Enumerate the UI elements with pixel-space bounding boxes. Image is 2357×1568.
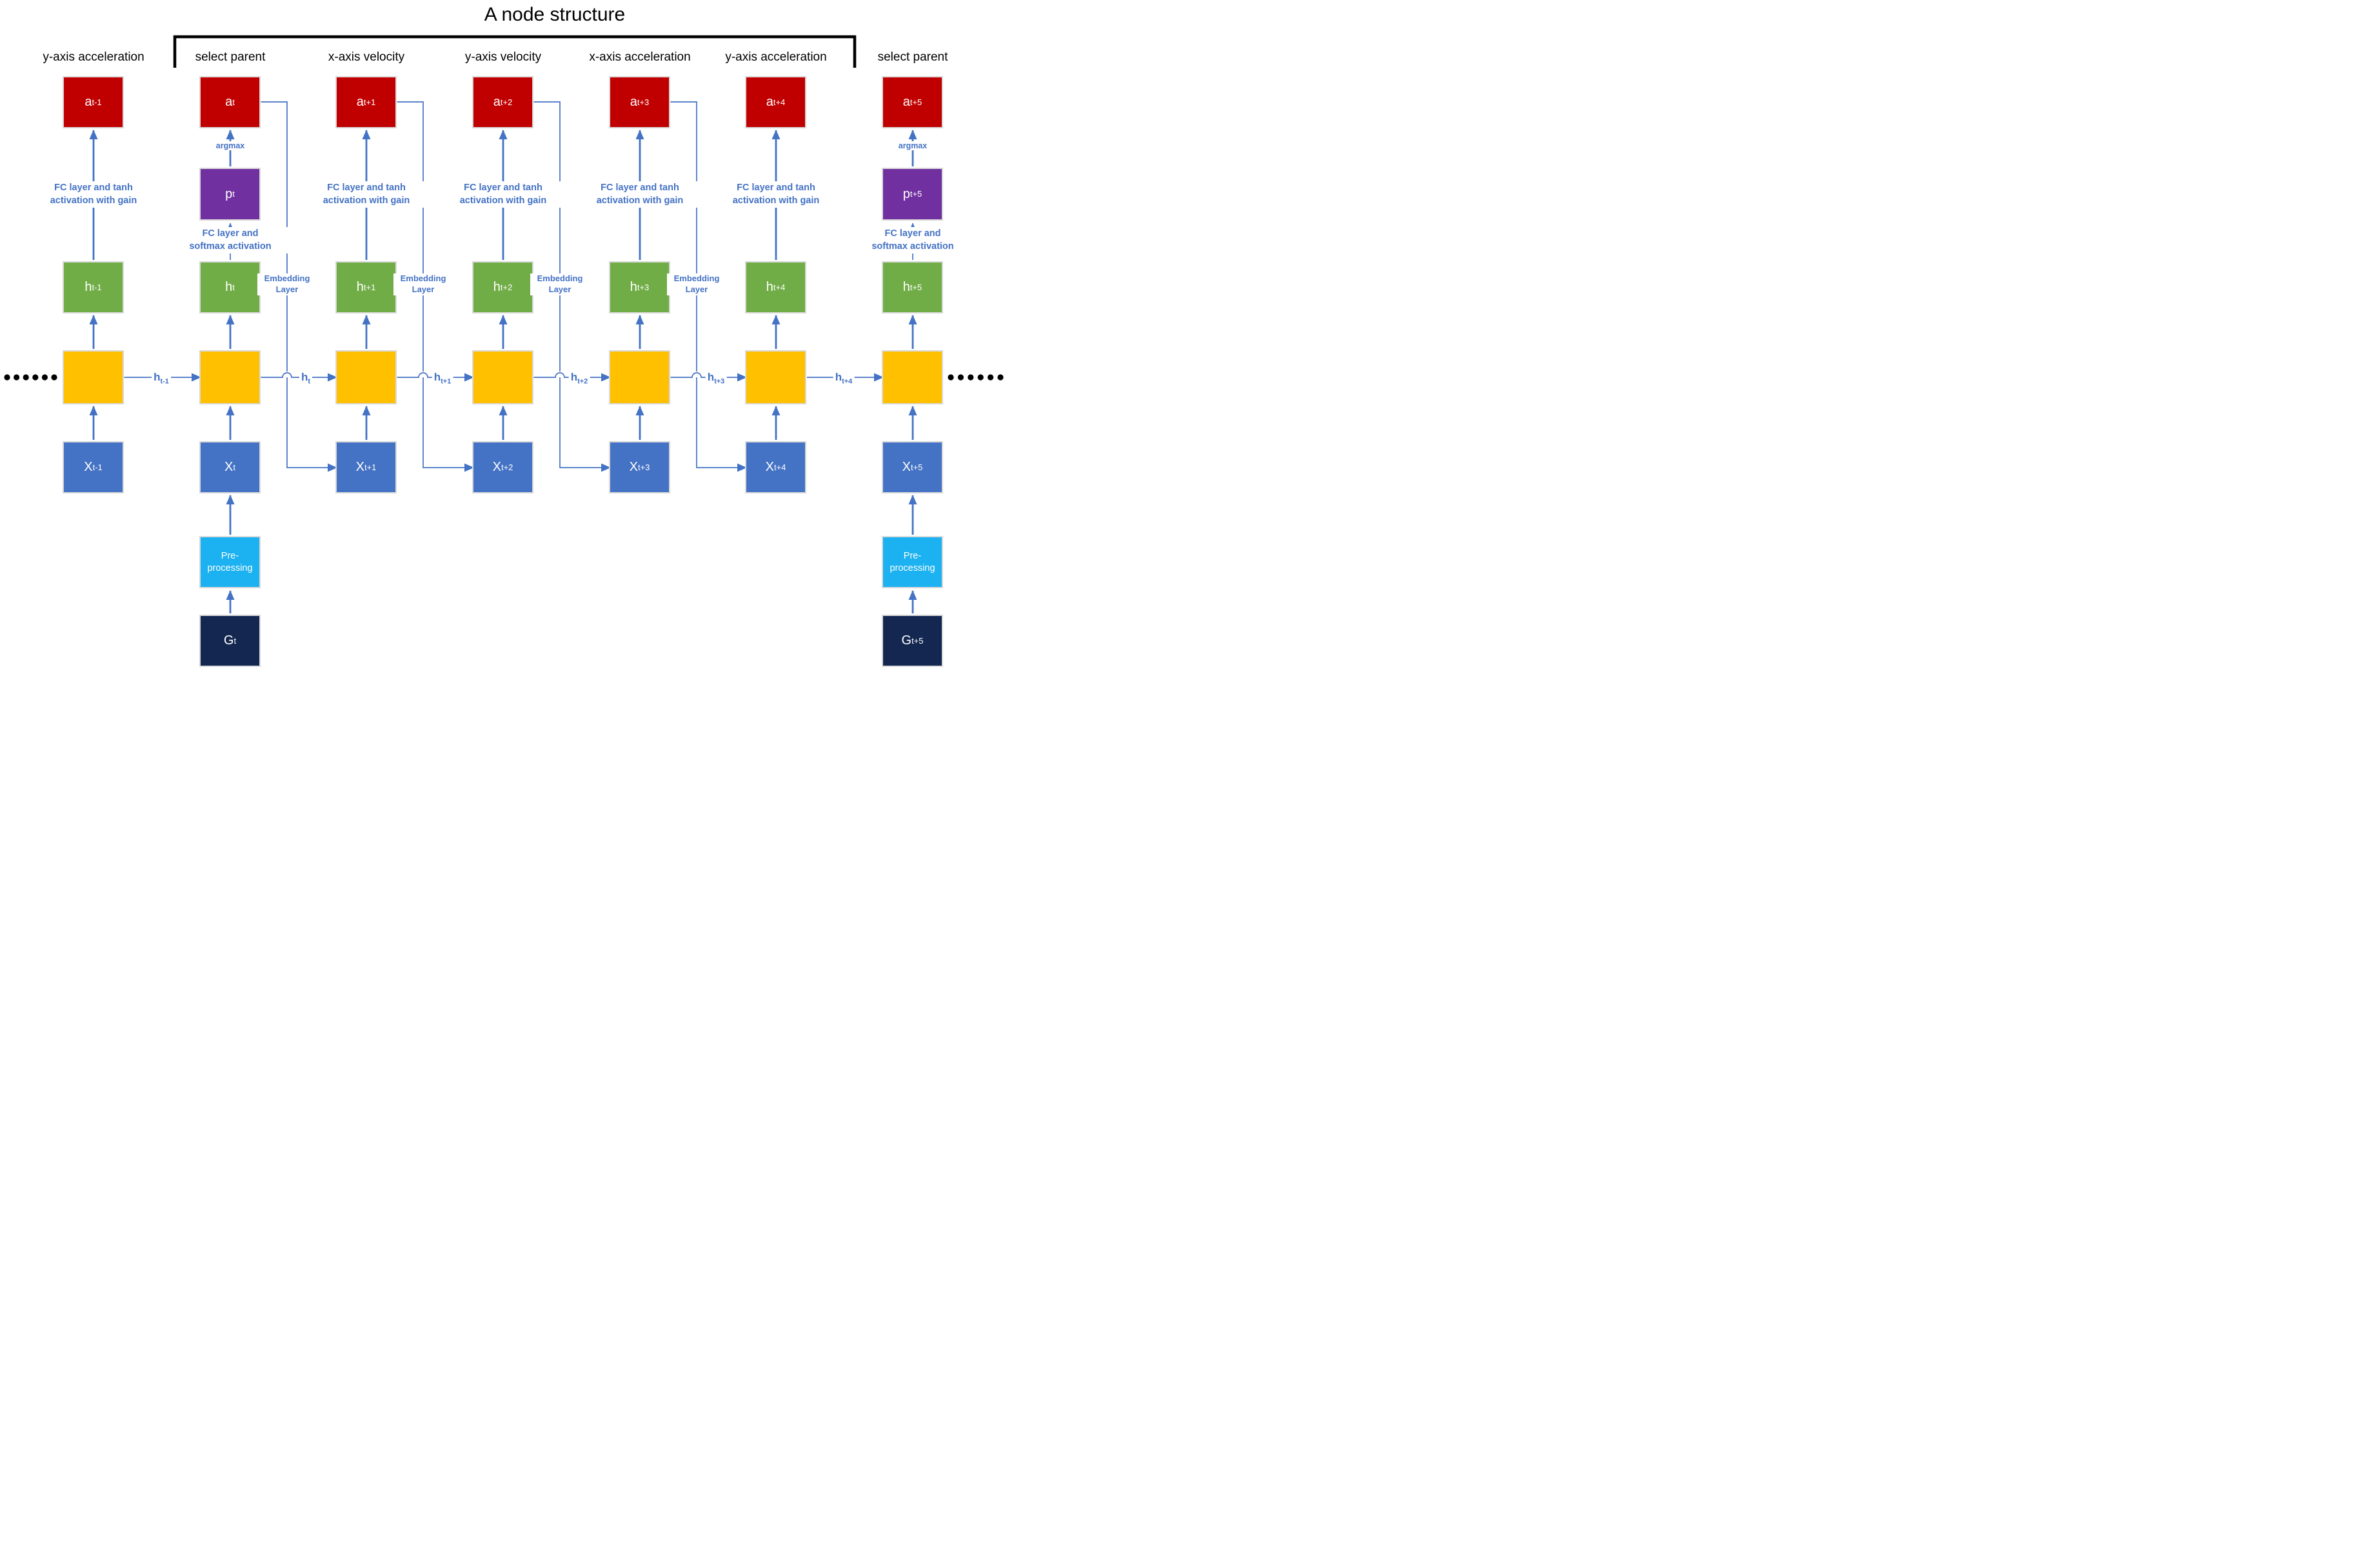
h-connector-label-t: ht (299, 370, 313, 385)
argmax-note-t: argmax (204, 141, 256, 150)
node-structure-bracket (173, 35, 857, 68)
column-header-t-1: y-axis acceleration (43, 50, 144, 64)
rnn-cell-t5 (882, 350, 943, 404)
h-connector-label-t2: ht+2 (568, 370, 590, 385)
column-header-t5: select parent (877, 50, 948, 64)
rnn-cell-t1 (335, 350, 397, 404)
h-connector-t3 (670, 372, 747, 382)
rnn-cell-t (199, 350, 261, 404)
continuation-dots-left (4, 374, 57, 381)
h-connector-label-t1: ht+1 (432, 370, 453, 385)
column-header-t2: y-axis velocity (464, 50, 542, 64)
h-connector-t2 (533, 372, 611, 382)
continuation-dots-right (948, 374, 1004, 381)
column-header-t1: x-axis velocity (328, 50, 405, 64)
h-connector-t1 (397, 372, 474, 382)
preprocessing-box-t: Pre-processing (199, 536, 261, 588)
preprocessing-box-t5: Pre-processing (882, 536, 943, 588)
column-header-t4: y-axis acceleration (725, 50, 827, 64)
h-connector-t (261, 372, 337, 382)
column-header-t: select parent (195, 50, 266, 64)
rnn-cell-t3 (609, 350, 670, 404)
h-connector-label-t3: ht+3 (705, 370, 727, 385)
h-connector-label-t4: ht+4 (833, 370, 855, 385)
rnn-cell-t2 (472, 350, 533, 404)
argmax-note-t5: argmax (887, 141, 939, 150)
rnn-cell-t-1 (63, 350, 124, 404)
h-connector-label-t-1: ht-1 (152, 370, 171, 385)
diagram-title: A node structure (484, 4, 626, 25)
column-header-t3: x-axis acceleration (589, 50, 691, 64)
rnn-cell-t4 (745, 350, 806, 404)
node-structure-diagram: A node structure y-axis acceleration sel… (0, 0, 1006, 671)
